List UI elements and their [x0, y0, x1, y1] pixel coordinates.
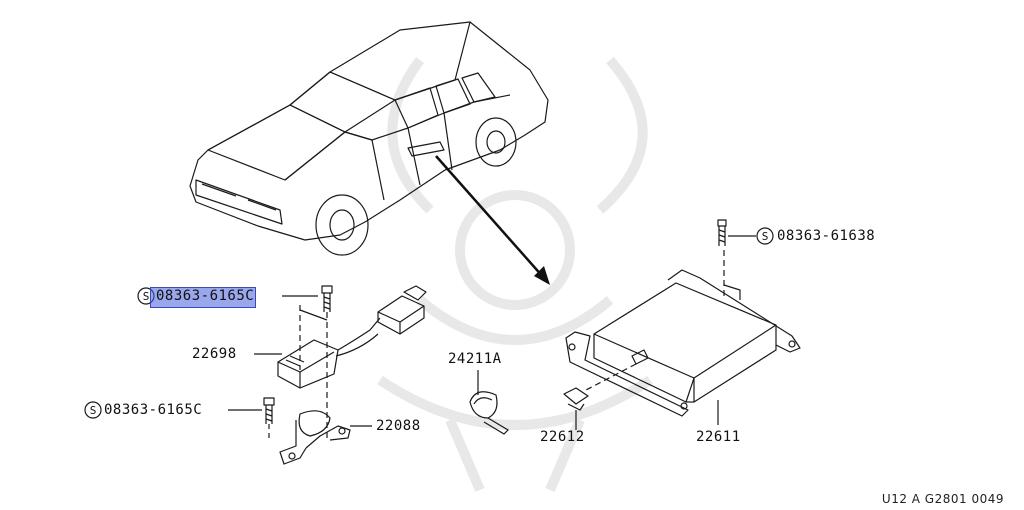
s-marker-top-right: [756, 227, 774, 245]
svg-text:S: S: [143, 290, 150, 303]
s-markers: [84, 227, 774, 419]
sensor-assembly-drawing: [228, 285, 427, 465]
svg-text:S: S: [762, 230, 769, 243]
part-label-sensor[interactable]: 22698: [192, 346, 237, 362]
diagram-code: U12 A G2801 0049: [881, 492, 1004, 506]
location-arrow: [435, 155, 550, 285]
part-label-bracket[interactable]: 22088: [376, 418, 421, 434]
part-label-screw-top-right[interactable]: 08363-61638: [777, 228, 876, 244]
car-illustration: [189, 21, 549, 256]
part-label-clamp[interactable]: 22612: [540, 429, 585, 445]
part-label-screw-highlighted[interactable]: 08363-6165C: [156, 288, 255, 304]
clip-drawing: [469, 370, 509, 435]
part-number-highlight: [150, 287, 256, 308]
part-label-control-unit[interactable]: 22611: [696, 429, 741, 445]
s-marker-lower-left: [84, 401, 102, 419]
samurai-crest-watermark: [377, 56, 653, 492]
svg-text:S: S: [90, 404, 97, 417]
part-label-screw-lower-left[interactable]: 08363-6165C: [104, 402, 203, 418]
control-unit-drawing: [563, 219, 801, 430]
part-label-clip[interactable]: 24211A: [448, 351, 502, 367]
